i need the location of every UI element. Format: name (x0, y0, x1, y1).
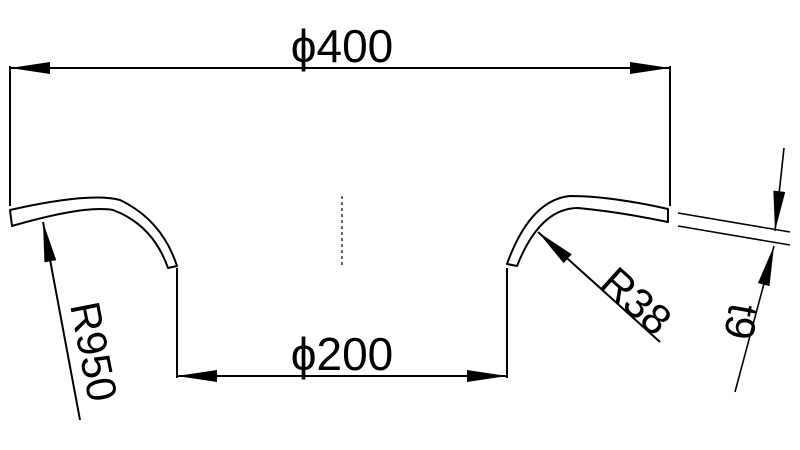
inner-diameter-dimension: ϕ200 (176, 268, 508, 382)
left-flange-profile (9, 196, 178, 269)
outer-diameter-label: ϕ400 (291, 20, 394, 72)
flange-radius-leader: R950 (42, 221, 126, 421)
outer-diameter-dimension: ϕ400 (9, 20, 671, 206)
inner-diameter-label: ϕ200 (291, 328, 394, 380)
thickness-label: t9 (715, 300, 767, 343)
right-flange-profile (506, 195, 669, 267)
bend-radius-leader: R38 (537, 231, 681, 344)
thickness-dimension: t9 (677, 147, 791, 393)
bend-radius-label: R38 (592, 258, 681, 344)
flange-radius-label: R950 (61, 298, 126, 406)
